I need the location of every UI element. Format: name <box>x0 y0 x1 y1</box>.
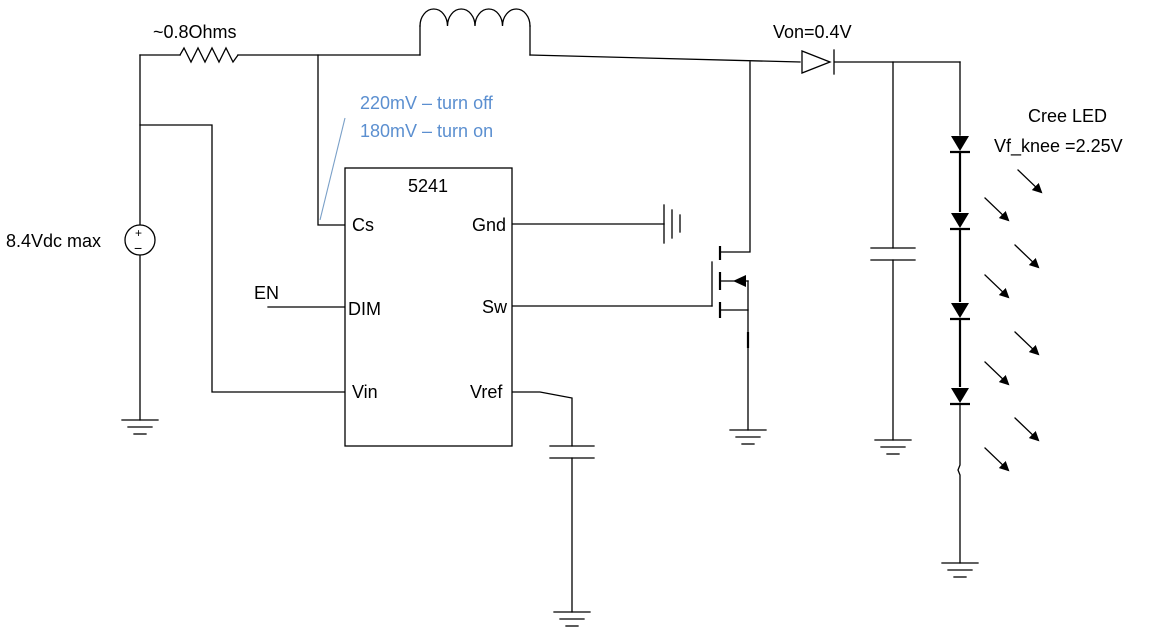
pin-dim: DIM <box>348 299 381 319</box>
output-capacitor <box>870 247 916 261</box>
note-turn-on: 180mV – turn on <box>360 121 493 141</box>
pin-vin: Vin <box>352 382 378 402</box>
pin-cs: Cs <box>352 215 374 235</box>
chassis-ground <box>663 204 681 244</box>
ground-led <box>941 562 979 578</box>
note-turn-off: 220mV – turn off <box>360 93 494 113</box>
wires <box>139 54 962 613</box>
pin-sw: Sw <box>482 297 508 317</box>
led-4 <box>950 388 970 406</box>
inductor <box>419 8 531 56</box>
source-minus: − <box>134 240 142 256</box>
ground-vref <box>553 611 591 627</box>
ic-name: 5241 <box>408 176 448 196</box>
ground-mosfet <box>729 429 767 445</box>
ground-source <box>121 419 159 435</box>
diode-label: Von=0.4V <box>773 22 852 42</box>
led-label-line2: Vf_knee =2.25V <box>994 136 1123 157</box>
resistor-label: ~0.8Ohms <box>153 22 237 42</box>
led-2 <box>950 213 970 231</box>
vref-capacitor <box>549 445 595 459</box>
led-1 <box>950 136 970 154</box>
schottky-diode: Von=0.4V <box>773 22 852 75</box>
source-label: 8.4Vdc max <box>6 231 101 251</box>
ground-output-capacitor <box>874 439 912 455</box>
sense-resistor: ~0.8Ohms <box>153 22 239 64</box>
led-label-line1: Cree LED <box>1028 106 1107 126</box>
led-3 <box>950 303 970 321</box>
pin-gnd: Gnd <box>472 215 506 235</box>
ic-5241: 5241 Cs DIM Vin Gnd Sw Vref <box>344 167 513 447</box>
emission-arrows <box>984 169 1043 472</box>
source-plus: + <box>135 226 142 240</box>
mosfet <box>711 246 750 348</box>
threshold-note: 220mV – turn off 180mV – turn on <box>319 93 494 221</box>
pin-vref: Vref <box>470 382 503 402</box>
voltage-source: + − 8.4Vdc max <box>6 224 156 256</box>
en-label: EN <box>254 283 279 303</box>
